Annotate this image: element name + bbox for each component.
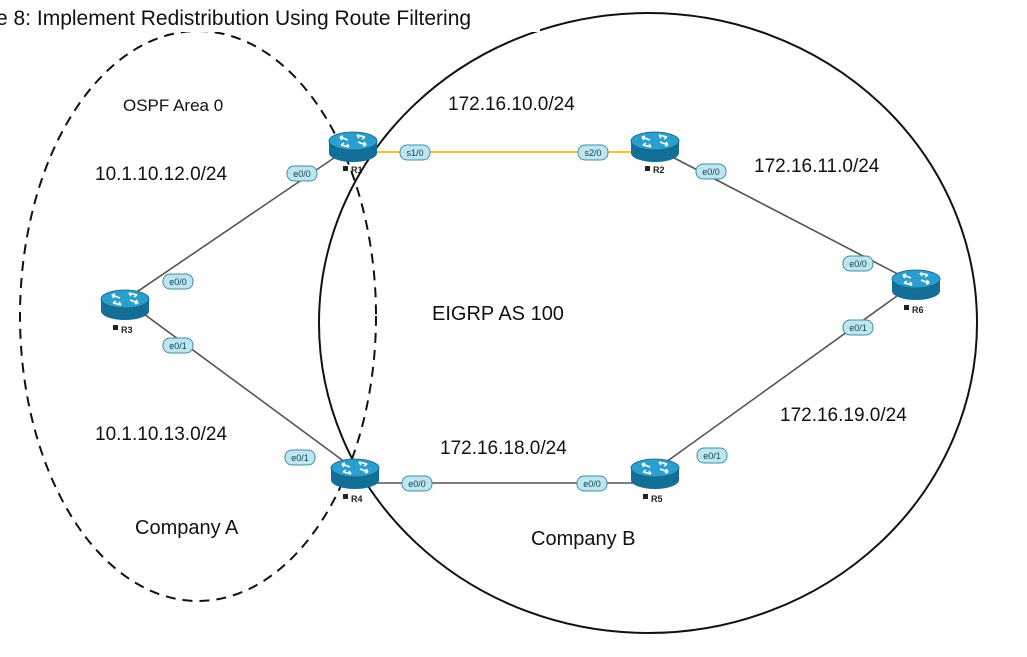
company-a-boundary [19,30,377,602]
interface-label: e0/0 [583,479,601,489]
router-label: R5 [651,494,663,504]
network-r5-r6: 172.16.19.0/24 [780,405,907,426]
interface-label: s2/0 [584,148,601,158]
router-label: R4 [351,494,363,504]
router-icon [100,289,150,321]
company-b-boundary [318,12,978,634]
router-icon [330,458,380,490]
interface-label: e0/0 [702,167,720,177]
router-icon [630,131,680,163]
interface-label: s1/0 [406,148,423,158]
ospf-area-label: OSPF Area 0 [123,96,223,115]
router-r6[interactable]: R6 [891,269,941,315]
router-r1[interactable]: R1 [328,131,378,175]
interface-r2-e0-0[interactable]: e0/0 [695,163,727,180]
network-r2-r6: 172.16.11.0/24 [754,156,880,177]
interface-label: e0/1 [703,451,721,461]
router-r5[interactable]: R5 [630,458,680,504]
router-label: R2 [653,165,665,175]
router-icon [891,269,941,301]
router-r4[interactable]: R4 [330,458,380,504]
company-b-label: Company B [531,528,636,550]
interface-r5-e0-0[interactable]: e0/0 [576,475,608,492]
interface-label: e0/1 [291,453,309,463]
interface-label: e0/1 [169,341,187,351]
interface-r4-e0-1[interactable]: e0/1 [284,449,316,466]
network-r1-r2: 172.16.10.0/24 [448,94,575,115]
interface-label: e0/1 [849,323,867,333]
company-a-label: Company A [135,517,239,539]
eigrp-as-label: EIGRP AS 100 [432,303,564,325]
network-r4-r5: 172.16.18.0/24 [440,438,567,459]
router-r2[interactable]: R2 [630,131,680,175]
interface-r6-e0-1[interactable]: e0/1 [842,319,874,336]
interface-r1-e0-0[interactable]: e0/0 [286,165,318,182]
router-label: R6 [912,305,924,315]
network-r3-r4: 10.1.10.13.0/24 [95,424,227,445]
interface-r6-e0-0[interactable]: e0/0 [842,255,874,272]
router-label: R3 [121,325,133,335]
network-r1-r3: 10.1.10.12.0/24 [95,164,227,185]
interface-r2-s2-0[interactable]: s2/0 [577,144,609,161]
router-label: R1 [351,165,363,175]
router-r3[interactable]: R3 [100,289,150,335]
link-r3-r4 [124,299,354,469]
interface-r3-e0-0[interactable]: e0/0 [162,273,194,290]
link-r5-r6 [654,282,916,471]
interface-label: e0/0 [293,169,311,179]
interface-label: e0/0 [408,479,426,489]
interface-label: e0/0 [169,277,187,287]
interface-r5-e0-1[interactable]: e0/1 [696,447,728,464]
page-title: e 8: Implement Redistribution Using Rout… [0,7,471,30]
interface-label: e0/0 [849,259,867,269]
interface-r3-e0-1[interactable]: e0/1 [162,337,194,354]
router-icon [630,458,680,490]
interface-r4-e0-0[interactable]: e0/0 [401,475,433,492]
router-icon [328,131,378,163]
interface-r1-s1-0[interactable]: s1/0 [399,144,431,161]
